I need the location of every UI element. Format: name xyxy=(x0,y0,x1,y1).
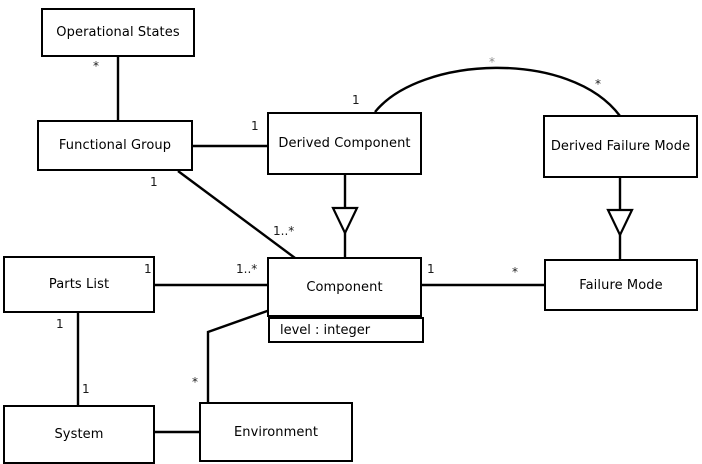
class-name-operational-states: Operational States xyxy=(56,25,180,40)
multiplicity-failure-mode-end: * xyxy=(512,265,518,279)
class-functional-group[interactable]: Functional Group xyxy=(37,120,193,171)
class-name-parts-list: Parts List xyxy=(48,277,110,292)
assoc-functional-group-component xyxy=(177,170,296,259)
class-derived-failure-mode[interactable]: Derived Failure Mode xyxy=(543,115,698,178)
class-system[interactable]: System xyxy=(3,405,155,464)
assoc-environment-component xyxy=(206,308,271,402)
class-operational-states[interactable]: Operational States xyxy=(41,8,195,57)
multiplicity-environment-component-end: * xyxy=(192,375,198,389)
class-name-derived-failure-mode: Derived Failure Mode xyxy=(550,139,691,154)
multiplicity-derived-component-end: 1 xyxy=(251,119,259,133)
multiplicity-arc-apex: * xyxy=(489,55,495,69)
class-name-derived-component: Derived Component xyxy=(278,136,411,151)
multiplicity-arc-derived-failure-mode-end: * xyxy=(595,77,601,91)
class-name-failure-mode: Failure Mode xyxy=(579,277,663,293)
class-parts-list[interactable]: Parts List xyxy=(3,256,155,313)
multiplicity-parts-list-system-bottom: 1 xyxy=(82,382,90,396)
multiplicity-operational-states-end: * xyxy=(93,59,99,73)
multiplicity-component-from-parts-list: 1..* xyxy=(236,262,258,276)
class-name-environment: Environment xyxy=(233,424,319,440)
generalization-triangle-derived-component xyxy=(331,206,359,236)
generalization-triangle-derived-failure-mode xyxy=(606,208,634,238)
class-name-functional-group: Functional Group xyxy=(58,138,172,153)
class-component[interactable]: Component xyxy=(267,257,422,317)
class-failure-mode[interactable]: Failure Mode xyxy=(544,259,698,311)
class-name-component: Component xyxy=(306,279,383,295)
multiplicity-functional-group-component-end: 1 xyxy=(150,175,158,189)
multiplicity-parts-list-system-top: 1 xyxy=(56,317,64,331)
multiplicity-parts-list-end: 1 xyxy=(144,262,152,276)
class-name-system: System xyxy=(54,427,104,442)
class-environment[interactable]: Environment xyxy=(199,402,353,462)
multiplicity-component-failure-mode-source: 1 xyxy=(427,262,435,276)
assoc-derived-component-derived-failure-mode xyxy=(374,66,621,117)
class-derived-component[interactable]: Derived Component xyxy=(267,112,422,175)
multiplicity-arc-derived-component-end: 1 xyxy=(352,93,360,107)
class-component-attributes: level : integer xyxy=(268,317,424,343)
multiplicity-component-from-functional-group: 1..* xyxy=(273,224,295,238)
class-attribute-level: level : integer xyxy=(280,322,371,338)
